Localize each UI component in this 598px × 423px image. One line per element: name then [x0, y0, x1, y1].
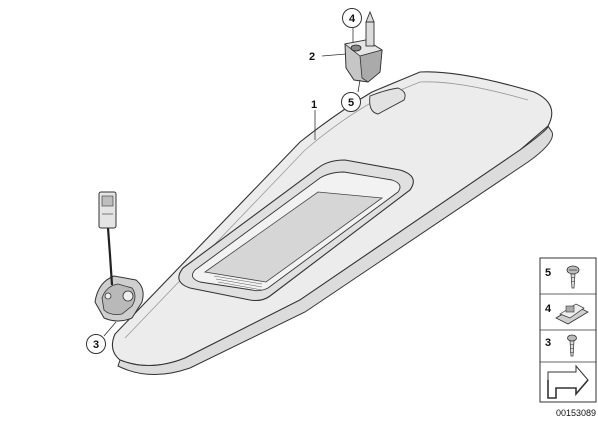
callout-5: 5: [341, 92, 361, 112]
parts-legend: 5 4 3: [539, 257, 597, 403]
callout-3: 3: [86, 334, 106, 354]
svg-text:4: 4: [349, 13, 356, 25]
legend-row-5: 5: [545, 265, 580, 289]
callout-1: 1: [311, 99, 317, 111]
svg-text:3: 3: [93, 339, 99, 351]
visor-hinge-with-cable: [94, 191, 144, 322]
legend-row-4: 4: [545, 303, 589, 325]
screw-icon: [567, 334, 577, 357]
screw-icon: [566, 265, 580, 289]
svg-text:3: 3: [545, 337, 551, 349]
svg-text:1: 1: [311, 99, 317, 111]
svg-text:5: 5: [545, 267, 551, 279]
clip-icon: [555, 303, 589, 325]
arrow-icon: [547, 364, 589, 399]
vanity-mirror: [203, 191, 384, 283]
callout-2: 2: [309, 51, 315, 63]
diagram-id: 00153089: [556, 408, 596, 418]
svg-text:2: 2: [309, 51, 315, 63]
leader-lines: [103, 28, 361, 337]
svg-text:5: 5: [348, 97, 354, 109]
legend-row-3: 3: [545, 334, 577, 357]
visor-bracket: [344, 10, 383, 83]
svg-text:4: 4: [545, 303, 552, 315]
sun-visor: [111, 71, 553, 376]
callout-4: 4: [342, 8, 362, 28]
